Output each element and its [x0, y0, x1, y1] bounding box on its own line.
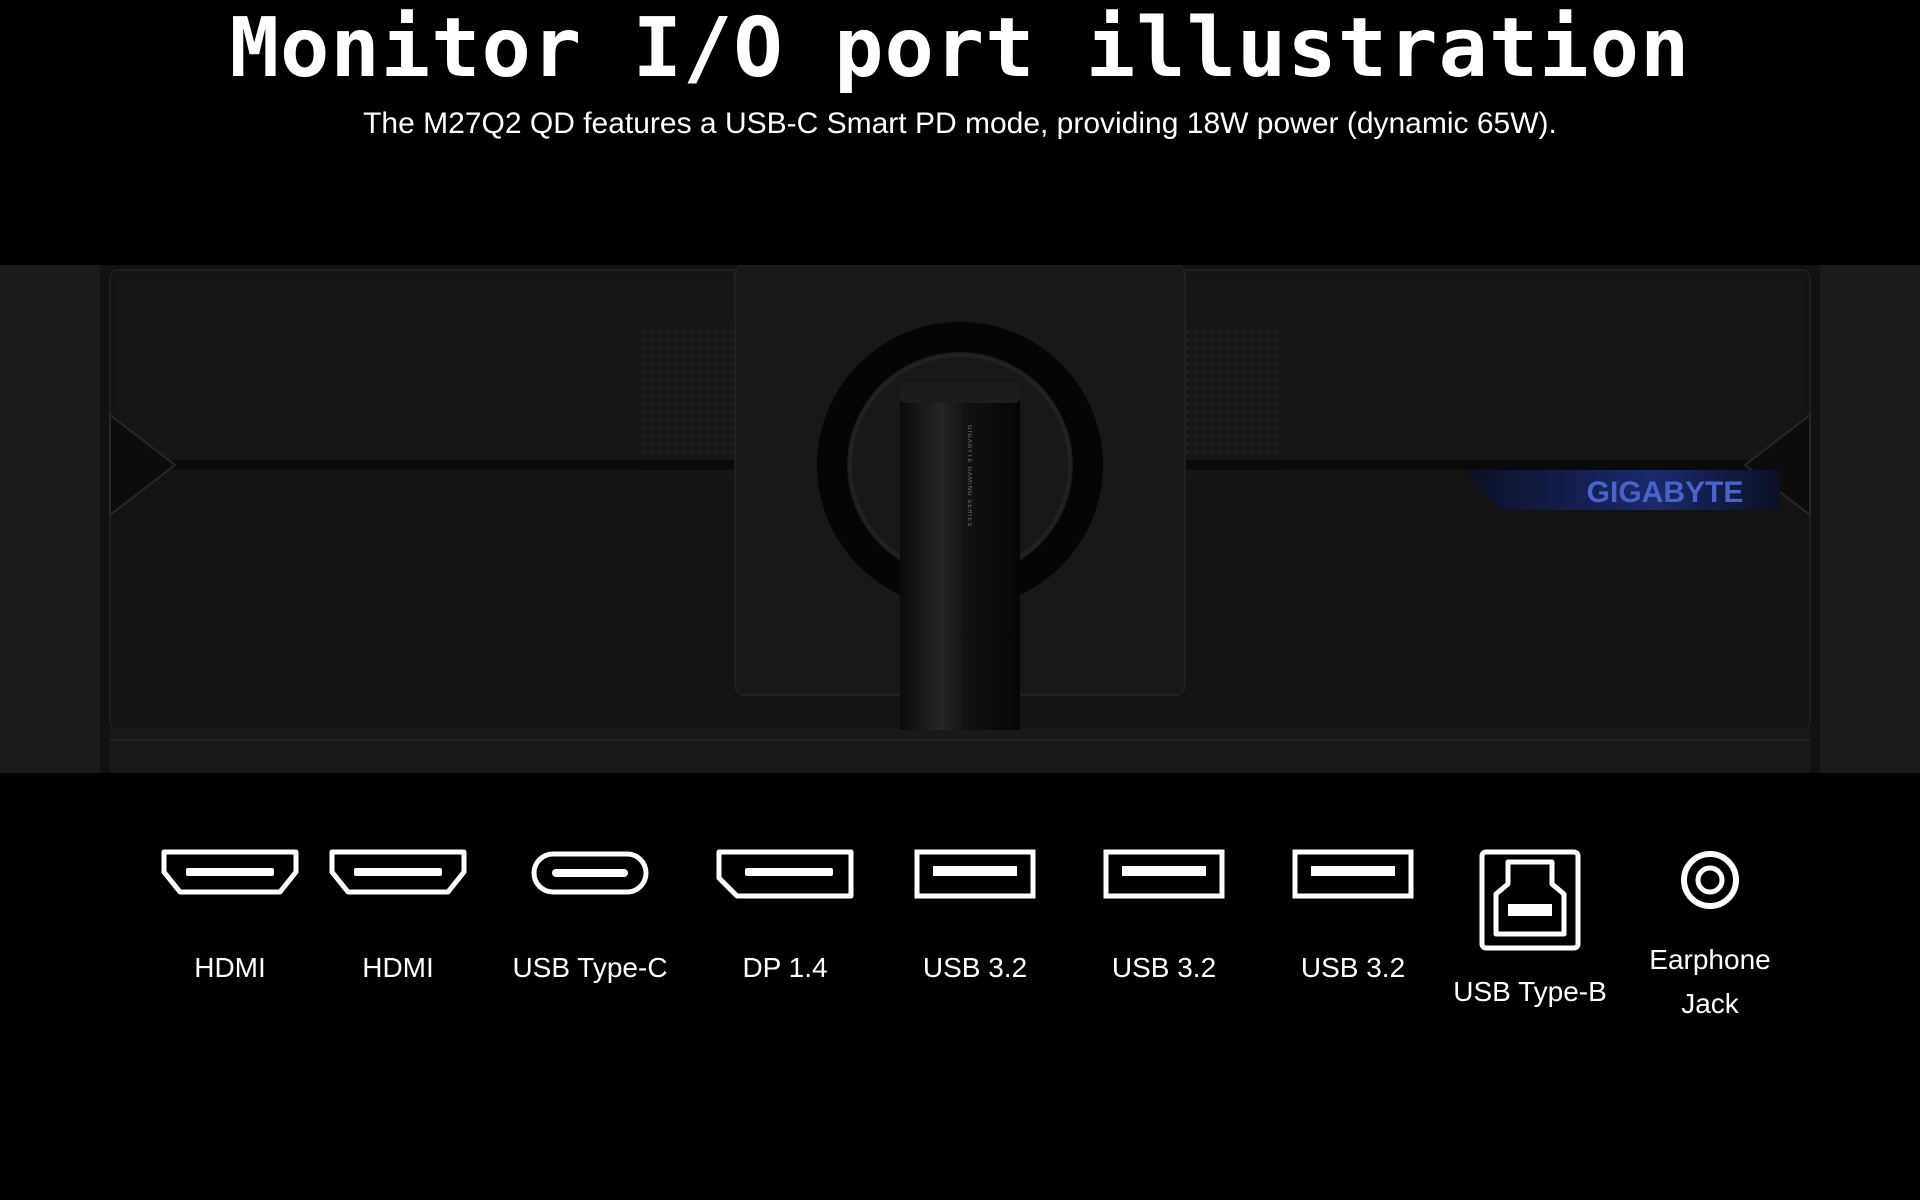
port-usb-c: USB Type-C: [505, 848, 675, 990]
port-usb-a-3: USB 3.2: [1283, 848, 1423, 990]
port-label-usb-a-1: USB 3.2: [922, 952, 1028, 983]
usb-a-icon: [1103, 849, 1225, 899]
port-hdmi-2: HDMI: [323, 848, 473, 990]
usb-c-icon: [531, 851, 649, 895]
hdmi-icon: [161, 849, 299, 895]
port-label-hdmi-1: HDMI: [194, 952, 266, 983]
ports-legend: HDMI HDMI USB Type-C DP 1.4 USB 3.2: [0, 773, 1920, 1200]
port-displayport: DP 1.4: [710, 848, 860, 990]
page-subtitle: The M27Q2 QD features a USB-C Smart PD m…: [363, 107, 1557, 140]
port-label-usb-a-3: USB 3.2: [1300, 952, 1406, 983]
port-label-usb-c: USB Type-C: [512, 952, 668, 983]
earphone-jack-icon: [1681, 851, 1739, 909]
port-label-usb-a-2: USB 3.2: [1111, 952, 1217, 983]
port-usb-a-1: USB 3.2: [905, 848, 1045, 990]
monitor-back-image: GIGABYTE GIGABYTE GAMING SERIES: [0, 265, 1920, 773]
displayport-icon: [716, 849, 854, 899]
port-label-usb-b: USB Type-B: [1453, 976, 1607, 1007]
usb-a-icon: [914, 849, 1036, 899]
hdmi-icon: [329, 849, 467, 895]
monitor-back-illustration: GIGABYTE: [0, 265, 1920, 773]
port-usb-a-2: USB 3.2: [1094, 848, 1234, 990]
header: Monitor I/O port illustration The M27Q2 …: [0, 0, 1920, 265]
usb-b-icon: [1479, 849, 1581, 951]
brand-logo: GIGABYTE: [1587, 476, 1744, 509]
port-label-hdmi-2: HDMI: [362, 952, 434, 983]
port-label-displayport: DP 1.4: [742, 952, 828, 983]
stand-text: GIGABYTE GAMING SERIES: [966, 425, 972, 528]
port-earphone-jack: Earphone Jack: [1630, 848, 1790, 1026]
page-title: Monitor I/O port illustration: [229, 1, 1691, 96]
port-label-earphone-jack: Earphone Jack: [1649, 944, 1771, 1019]
usb-a-icon: [1292, 849, 1414, 899]
port-hdmi-1: HDMI: [155, 848, 305, 990]
port-usb-b: USB Type-B: [1445, 848, 1615, 1014]
